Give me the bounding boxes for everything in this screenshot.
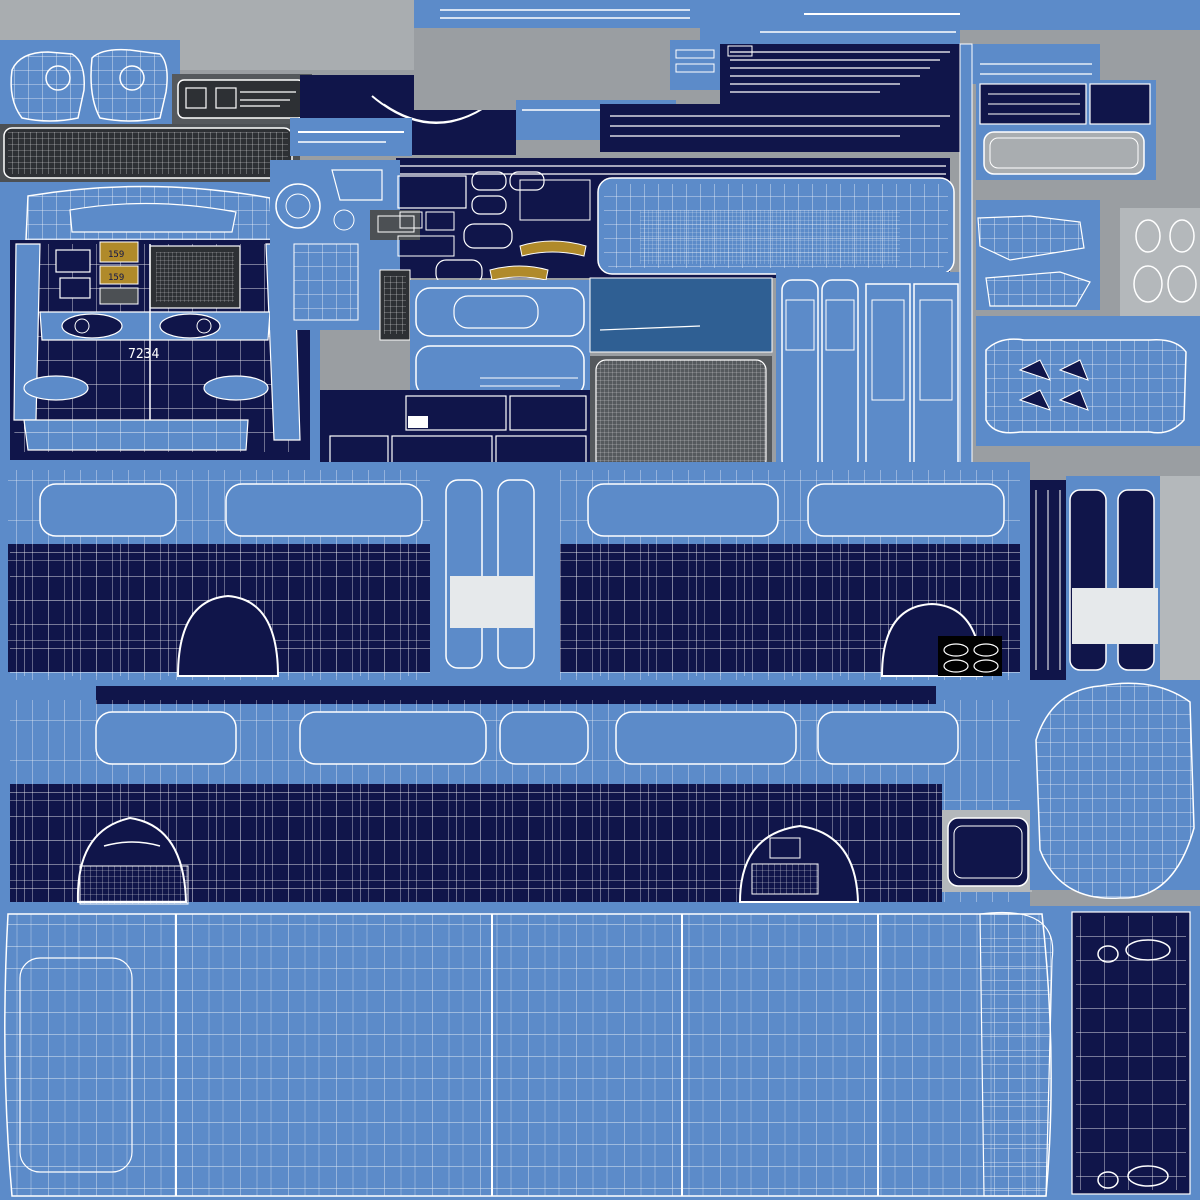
- window-glass: [589, 177, 955, 474]
- roof-panel: [0, 906, 1060, 1200]
- rear-cap: [1030, 680, 1200, 900]
- bus-front-face: [0, 182, 320, 462]
- mirror-shells: [0, 40, 180, 125]
- small-parts-cluster: [270, 160, 591, 341]
- side-body-lower: [0, 686, 1032, 906]
- door-panels: [776, 43, 973, 474]
- destination-sign: [172, 74, 312, 124]
- gauge-a-label: 159: [108, 250, 124, 260]
- interior-panels: [320, 280, 590, 474]
- side-body-upper: [0, 462, 1200, 686]
- gauge-b-label: 159: [108, 273, 124, 283]
- bus-number-label: 7234: [128, 347, 159, 362]
- front-grille: [0, 124, 300, 182]
- right-side-parts: [976, 80, 1200, 446]
- rear-bumper: [1060, 906, 1200, 1200]
